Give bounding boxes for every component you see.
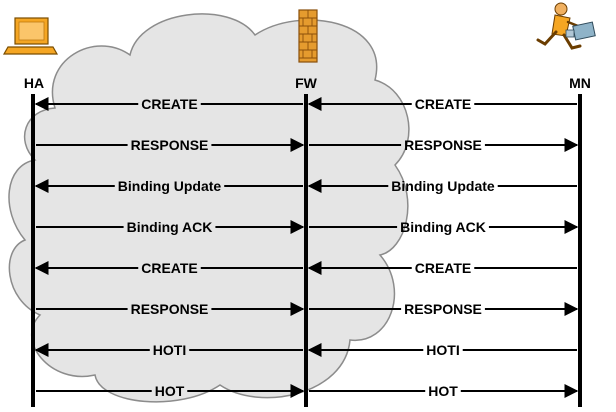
message-label-fw-mn: HOTI (426, 342, 459, 358)
message-label-ha-fw: RESPONSE (131, 137, 209, 153)
message-label-ha-fw: HOTI (153, 342, 186, 358)
message-label-ha-fw: HOT (155, 383, 185, 399)
message-label-fw-mn: HOT (428, 383, 458, 399)
node-label-mn: MN (569, 75, 591, 91)
message-label-ha-fw: Binding Update (118, 178, 222, 194)
message-label-ha-fw: RESPONSE (131, 301, 209, 317)
message-label-fw-mn: CREATE (415, 96, 472, 112)
message-label-fw-mn: RESPONSE (404, 301, 482, 317)
message-label-fw-mn: Binding ACK (400, 219, 486, 235)
message-label-ha-fw: Binding ACK (127, 219, 213, 235)
message-label-ha-fw: CREATE (141, 96, 198, 112)
message-label-fw-mn: RESPONSE (404, 137, 482, 153)
node-label-ha: HA (24, 75, 44, 91)
node-label-fw: FW (295, 75, 318, 91)
cloud-background (8, 13, 410, 403)
message-label-fw-mn: CREATE (415, 260, 472, 276)
laptop-icon (2, 17, 59, 55)
message-list: CREATE CREATE RESPONSE RESPONSE Binding Upda… (34, 96, 579, 399)
firewall-icon (298, 9, 318, 63)
message-label-fw-mn: Binding Update (391, 178, 495, 194)
message-label-ha-fw: CREATE (141, 260, 198, 276)
mobile-user-icon (536, 2, 596, 50)
